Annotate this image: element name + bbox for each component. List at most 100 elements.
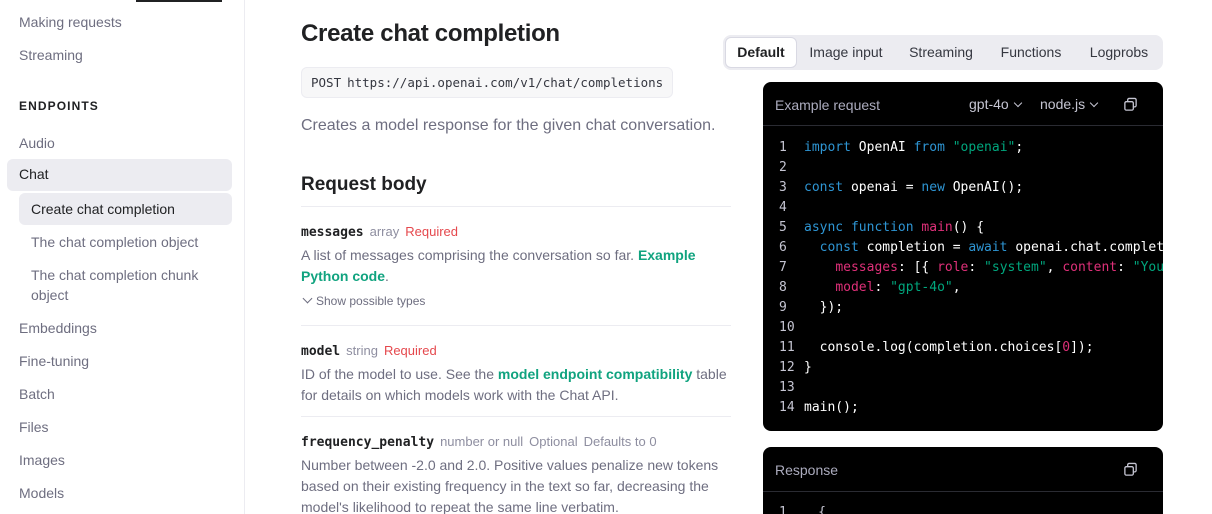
- param-desc-text: A list of messages comprising the conver…: [301, 247, 635, 263]
- sidebar-item-files[interactable]: Files: [19, 419, 49, 435]
- sidebar-subitem-create-chat-completion[interactable]: Create chat completion: [19, 193, 232, 225]
- response-code-line: 1 {: [779, 505, 826, 514]
- code-text: {: [818, 505, 826, 514]
- sidebar-item-batch[interactable]: Batch: [19, 386, 55, 402]
- param-type: string: [346, 343, 378, 358]
- code-header: Example request gpt-4o node.js: [763, 82, 1163, 126]
- code-line: 11 console.log(completion.choices[0]);: [763, 338, 1163, 358]
- sidebar-item-label: Create chat completion: [31, 201, 175, 217]
- line-number: 13: [779, 380, 795, 395]
- language-select-value: node.js: [1040, 96, 1086, 112]
- sidebar-item-chat[interactable]: Chat: [7, 159, 232, 191]
- tab-default[interactable]: Default: [725, 37, 797, 68]
- param-desc-text: .: [385, 268, 389, 284]
- example-tabs: Default Image input Streaming Functions …: [723, 35, 1163, 70]
- endpoint-path: https://api.openai.com/v1/chat/completio…: [347, 75, 664, 90]
- line-number: 5: [779, 220, 787, 235]
- sidebar-section-endpoints: ENDPOINTS: [19, 99, 99, 113]
- example-python-code-link[interactable]: Example Python code: [301, 247, 696, 284]
- divider: [301, 325, 731, 326]
- page-title: Create chat completion: [301, 20, 560, 47]
- param-description: A list of messages comprising the conver…: [301, 245, 731, 287]
- chevron-down-icon: [302, 293, 313, 304]
- divider: [301, 416, 731, 417]
- sidebar-item-making-requests[interactable]: Making requests: [19, 14, 122, 30]
- param-optional-badge: Optional: [529, 434, 578, 449]
- divider: [763, 491, 1163, 492]
- code-line: 8 model: "gpt-4o",: [763, 278, 1163, 298]
- sidebar-item-label: Chat: [19, 166, 49, 182]
- language-select[interactable]: node.js: [1040, 96, 1099, 112]
- param-frequency-penalty: frequency_penalty number or null Optional D…: [301, 432, 731, 514]
- line-number: 14: [779, 400, 795, 415]
- http-method: POST: [311, 75, 342, 90]
- code-line: 10: [763, 318, 1163, 338]
- code-line: 6 const completion = await openai.chat.c…: [763, 238, 1163, 258]
- tab-logprobs[interactable]: Logprobs: [1089, 44, 1149, 60]
- line-number: 11: [779, 340, 795, 355]
- param-type: number or null: [440, 434, 524, 449]
- tab-functions[interactable]: Functions: [1000, 44, 1062, 60]
- line-number: 12: [779, 360, 795, 375]
- param-required-badge: Required: [405, 224, 459, 239]
- request-body-title: Request body: [301, 174, 427, 195]
- line-number: 7: [779, 260, 787, 275]
- chevron-down-icon: [1013, 98, 1022, 108]
- sidebar-item-embeddings[interactable]: Embeddings: [19, 320, 97, 336]
- chevron-down-icon: [1089, 98, 1099, 108]
- endpoint-url: POST https://api.openai.com/v1/chat/compl…: [301, 67, 674, 98]
- tab-streaming[interactable]: Streaming: [909, 44, 973, 60]
- copy-icon[interactable]: [1123, 97, 1138, 112]
- model-endpoint-compatibility-link[interactable]: model endpoint compatibility: [497, 366, 693, 382]
- sidebar-item-streaming[interactable]: Streaming: [19, 47, 83, 63]
- show-possible-types-toggle[interactable]: Show possible types: [301, 293, 731, 308]
- example-request-title: Example request: [775, 97, 881, 113]
- line-number: 1: [779, 505, 787, 514]
- param-description: Number between -2.0 and 2.0. Positive va…: [301, 457, 719, 514]
- tab-image-input[interactable]: Image input: [809, 44, 883, 60]
- sidebar-subitem-chat-completion-chunk-object[interactable]: The chat completion chunk object: [31, 267, 199, 303]
- code-line: 9 });: [763, 298, 1163, 318]
- model-select[interactable]: gpt-4o: [969, 96, 1022, 112]
- code-line: 13: [763, 378, 1163, 398]
- endpoint-description: Creates a model response for the given c…: [301, 117, 716, 134]
- scroll-indicator: [136, 0, 222, 2]
- code-line: 12}: [763, 358, 1163, 378]
- param-default: Defaults to 0: [583, 434, 657, 449]
- param-type: array: [369, 224, 400, 239]
- sidebar-item-images[interactable]: Images: [19, 452, 65, 468]
- line-number: 1: [779, 140, 787, 155]
- param-name: frequency_penalty: [301, 435, 435, 450]
- line-number: 8: [779, 280, 787, 295]
- copy-icon[interactable]: [1123, 462, 1138, 477]
- model-select-value: gpt-4o: [969, 96, 1009, 112]
- line-number: 10: [779, 320, 795, 335]
- line-number: 6: [779, 240, 787, 255]
- code-line: 4: [763, 198, 1163, 218]
- response-title: Response: [775, 462, 839, 478]
- sidebar-subitem-chat-completion-object[interactable]: The chat completion object: [31, 234, 199, 250]
- param-desc-text: ID of the model to use. See the: [301, 366, 495, 382]
- divider: [301, 206, 731, 207]
- sidebar-item-fine-tuning[interactable]: Fine-tuning: [19, 353, 90, 369]
- line-number: 4: [779, 200, 787, 215]
- param-description: ID of the model to use. See the model en…: [301, 364, 731, 406]
- param-messages: messages array Required A list of messages…: [301, 222, 731, 308]
- response-panel: Response 1 {: [763, 447, 1163, 514]
- param-desc-text: table for details on which models work w…: [301, 366, 727, 403]
- sidebar: Making requests Streaming ENDPOINTS Audi…: [0, 0, 245, 514]
- sidebar-item-audio[interactable]: Audio: [19, 135, 55, 151]
- show-types-label: Show possible types: [316, 294, 426, 308]
- param-name: model: [301, 344, 341, 359]
- sidebar-item-models[interactable]: Models: [19, 485, 65, 501]
- code-line: 2: [763, 158, 1163, 178]
- param-name: messages: [301, 225, 364, 240]
- line-number: 2: [779, 160, 787, 175]
